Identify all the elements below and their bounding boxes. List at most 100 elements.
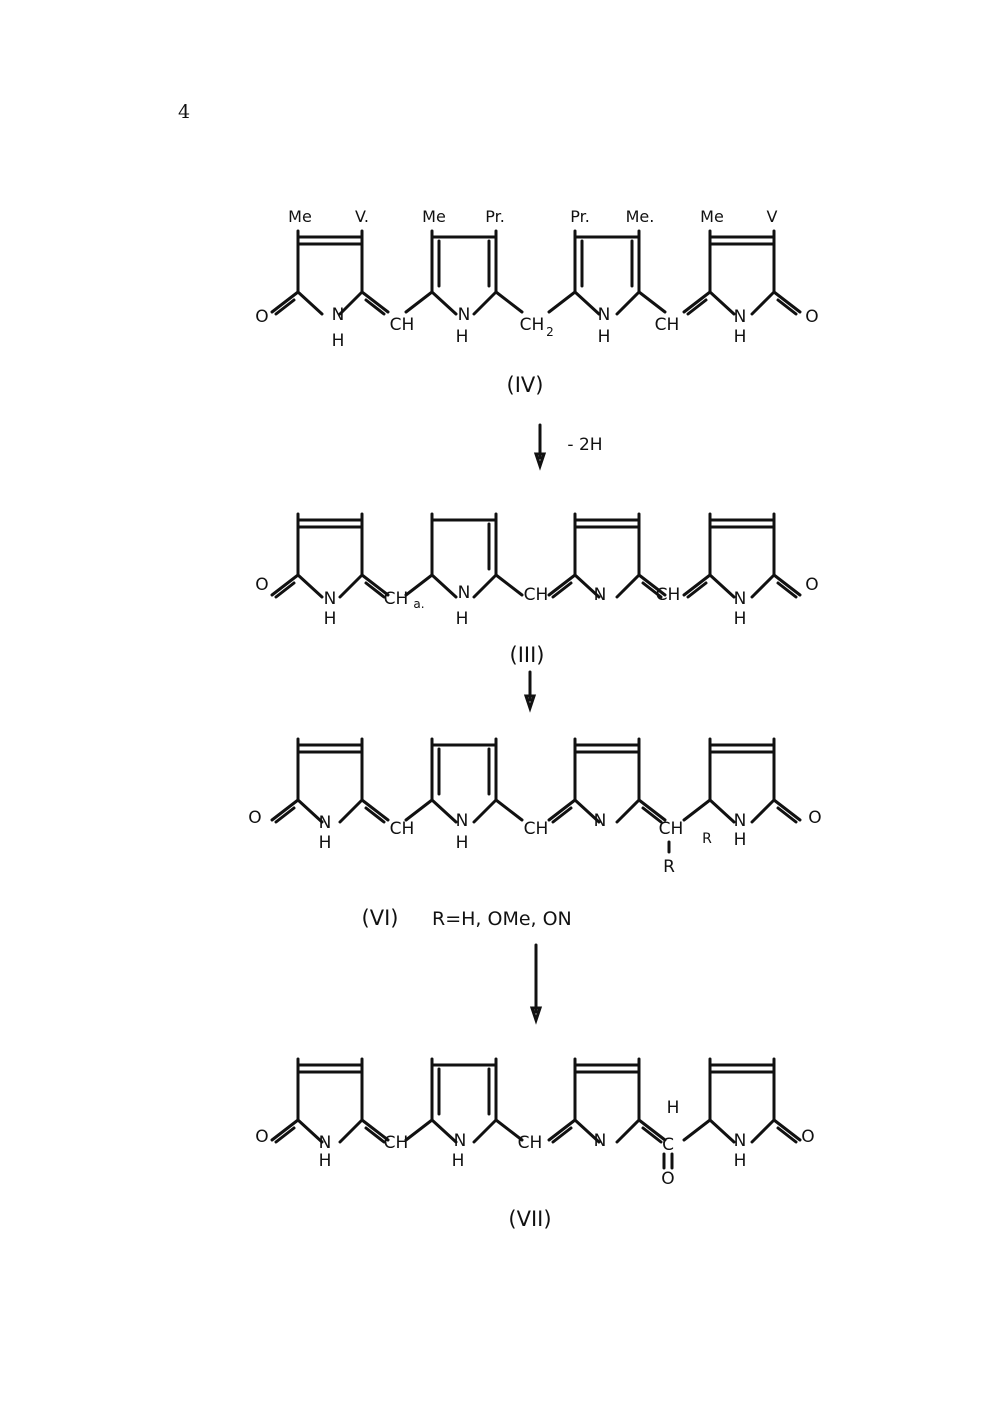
bond <box>270 290 300 314</box>
hydrogen: H <box>734 327 747 347</box>
hydrogen: H <box>734 1151 747 1171</box>
structure-iii: O N CH a. N CH N CH N O H H H (III) <box>255 575 818 667</box>
atom: N <box>594 1131 607 1151</box>
bond <box>296 798 324 824</box>
bond <box>338 573 364 599</box>
reaction-arrow-head <box>529 1006 543 1025</box>
bond <box>615 573 641 599</box>
hydrogen: H <box>456 833 469 853</box>
hydrogen: H <box>319 1151 332 1171</box>
bond <box>708 290 736 316</box>
atom: N <box>454 1131 467 1151</box>
atom: O <box>661 1169 674 1189</box>
bond <box>430 1118 458 1144</box>
page-number: 4 <box>178 101 190 123</box>
bond <box>404 1118 434 1142</box>
bond <box>270 1118 300 1142</box>
bond <box>776 298 798 316</box>
atom: O <box>255 575 268 595</box>
atom: CH <box>384 1133 409 1153</box>
substituent: V. <box>355 207 369 226</box>
bond <box>637 1118 667 1142</box>
bond <box>270 798 300 822</box>
structure-vii: O N CH N CH N C O H N O H H H (VII) <box>255 1098 814 1231</box>
bond <box>360 798 390 822</box>
atom: CH <box>655 315 680 335</box>
bond <box>772 798 802 822</box>
bond <box>772 290 802 314</box>
atom: N <box>458 305 471 325</box>
bond <box>430 290 458 316</box>
bond <box>296 290 324 316</box>
bond <box>494 573 524 597</box>
bond <box>364 581 386 599</box>
hydrogen: H <box>319 833 332 853</box>
structure-vi: O N CH N CH N CH R N O H H H R (VI) R=H,… <box>248 808 821 930</box>
bond <box>274 581 296 599</box>
atom: N <box>734 811 747 831</box>
bond <box>708 798 736 824</box>
r-definition: R=H, OMe, ON <box>432 908 572 930</box>
bond <box>494 1118 524 1142</box>
hydrogen: H <box>324 609 337 629</box>
compound-label: (VI) <box>362 906 399 930</box>
bond <box>750 798 776 824</box>
bond <box>682 573 712 597</box>
bond <box>547 1118 577 1142</box>
atom: CH <box>384 589 409 609</box>
atom: N <box>734 307 747 327</box>
bond <box>430 573 458 599</box>
bond <box>472 798 498 824</box>
atom: O <box>255 307 268 327</box>
hydrogen: H <box>456 327 469 347</box>
bond <box>615 1118 641 1144</box>
bond <box>404 290 434 314</box>
bond <box>494 798 524 822</box>
bond <box>750 1118 776 1144</box>
bond <box>360 1118 390 1142</box>
bond <box>708 1118 736 1144</box>
hydrogen: H <box>456 609 469 629</box>
atom: N <box>734 1131 747 1151</box>
bond <box>274 298 296 316</box>
atom: N <box>456 811 469 831</box>
bond <box>274 806 296 824</box>
bond <box>547 573 577 597</box>
bond <box>615 798 641 824</box>
reagent-label: - 2H <box>567 435 602 455</box>
bond <box>573 573 601 599</box>
hydrogen: H <box>734 830 747 850</box>
bond <box>776 581 798 599</box>
atom: CH <box>390 315 415 335</box>
hydrogen: H <box>452 1151 465 1171</box>
bond <box>360 290 390 314</box>
substituent: Me. <box>626 207 655 226</box>
bond <box>296 573 324 599</box>
compound-label: (III) <box>510 643 545 667</box>
atom: CH <box>524 585 549 605</box>
atom: O <box>808 808 821 828</box>
bond <box>776 1126 798 1144</box>
bond <box>750 573 776 599</box>
pendant-group: R <box>663 857 675 877</box>
atom: N <box>734 589 747 609</box>
bond <box>682 1118 712 1142</box>
bond <box>641 1126 663 1144</box>
atom: N <box>458 583 471 603</box>
bond <box>551 1126 573 1144</box>
bond <box>686 581 708 599</box>
bond <box>360 573 390 597</box>
atom: N <box>598 305 611 325</box>
bond <box>338 1118 364 1144</box>
subscript: 2 <box>546 325 554 339</box>
substituent: Me <box>288 207 312 226</box>
bond <box>472 1118 498 1144</box>
bond-lines <box>270 229 802 1170</box>
bond <box>682 290 712 314</box>
atom: N <box>594 811 607 831</box>
substituent: Me <box>422 207 446 226</box>
bond <box>776 806 798 824</box>
substituent: Me <box>700 207 724 226</box>
bond <box>430 798 458 824</box>
